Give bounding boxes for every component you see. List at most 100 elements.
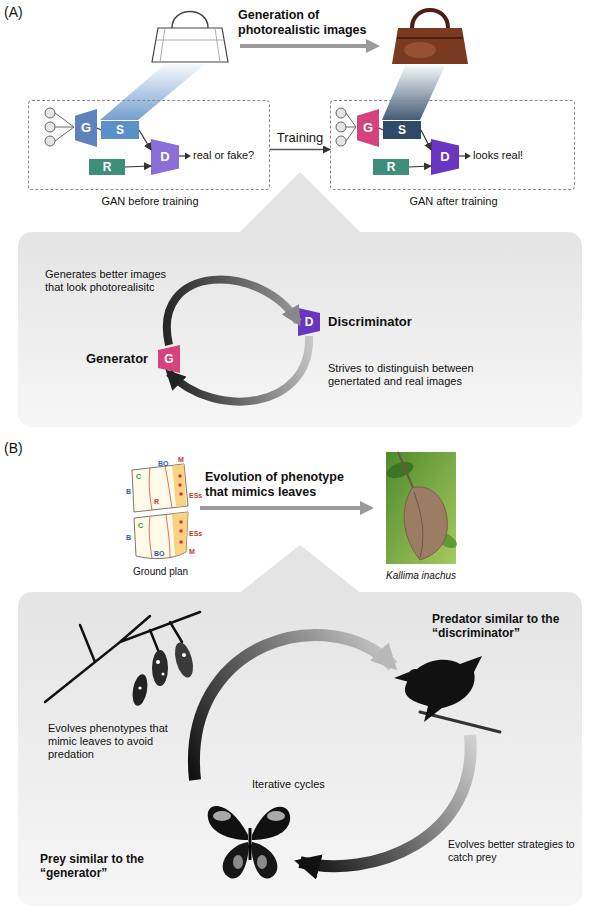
wing-patch <box>257 855 267 869</box>
eyespot <box>179 492 183 496</box>
image-caption: Ground plan <box>133 566 188 578</box>
leaf-spot <box>182 653 186 657</box>
output-arrow <box>458 155 466 156</box>
discriminator-block: D <box>151 139 179 175</box>
process-arrow-head <box>360 501 374 515</box>
output-text: real or fake? <box>193 149 254 162</box>
wing-element-letter: M <box>189 548 195 556</box>
eyespot <box>179 529 183 533</box>
block-letter: S <box>101 121 139 139</box>
process-title: Evolution of phenotype that mimics leave… <box>205 470 365 500</box>
output-text: looks real! <box>473 149 523 162</box>
wing-element-letter: B <box>126 534 131 542</box>
photo-bag-highlight <box>404 42 436 58</box>
trapezoid <box>151 139 179 175</box>
connector <box>97 128 101 130</box>
process-arrow-head <box>366 39 380 53</box>
connector <box>270 149 330 151</box>
leaf-spot <box>156 660 160 664</box>
input-wire <box>346 113 356 141</box>
eyespot <box>178 483 182 487</box>
output-beam <box>382 66 445 120</box>
leaf <box>130 673 149 707</box>
branch <box>45 612 200 702</box>
wing-band-fill <box>172 464 186 507</box>
block-letter: G <box>75 109 97 147</box>
generator-block: G <box>357 109 379 147</box>
wing-element-letter: B <box>126 488 131 496</box>
bird-beak <box>394 672 409 682</box>
block-letter: G <box>158 345 180 373</box>
leaf <box>172 641 197 680</box>
wing-element-letter: BO <box>158 460 169 468</box>
panel-letter: (A) <box>4 4 23 21</box>
leaf <box>152 650 168 686</box>
cycle-panel <box>18 232 582 427</box>
photo-bag <box>392 28 468 64</box>
output-beam <box>100 64 205 120</box>
frame-caption: GAN after training <box>331 195 576 208</box>
bird-head <box>408 669 422 683</box>
background-leaf <box>384 459 415 482</box>
trapezoid <box>298 308 320 336</box>
eyespot <box>179 520 183 524</box>
input-wire <box>55 113 74 141</box>
real-data-block: R <box>89 159 125 175</box>
block-letter: R <box>373 159 409 175</box>
butterfly-wing <box>251 842 277 879</box>
sketch-bag-handle <box>172 12 208 29</box>
bird-silhouette <box>405 656 482 722</box>
input-neuron <box>336 108 346 118</box>
connector <box>167 280 298 345</box>
wing-element-letter: ESs <box>189 530 202 538</box>
leaf-spot <box>162 673 165 676</box>
leaf-spot <box>138 686 141 689</box>
process-arrow <box>200 506 362 510</box>
frame-caption: GAN before training <box>29 195 271 208</box>
output-arrow-head <box>465 153 471 160</box>
wing-patch <box>233 855 243 869</box>
sketch-bag <box>152 28 228 62</box>
connector <box>421 130 431 150</box>
input-neuron <box>45 122 55 132</box>
role-heading: Discriminator <box>328 314 412 330</box>
leaf-midrib <box>414 492 423 558</box>
block-letter: S <box>383 121 421 139</box>
cycle-note: Evolves better strategies to catch prey <box>448 838 582 863</box>
connector <box>409 166 431 167</box>
butterfly-body <box>249 828 252 860</box>
twig <box>398 452 414 490</box>
sample-block: S <box>101 121 139 139</box>
sample-block: S <box>383 121 421 139</box>
block-letter: D <box>298 308 320 336</box>
output-arrow <box>178 155 186 156</box>
trapezoid <box>75 109 97 147</box>
role-heading: Predator similar to the “discriminator” <box>432 612 580 641</box>
discriminator-block: D <box>431 139 459 175</box>
photo-bag-seam <box>397 37 463 39</box>
wing-band <box>149 466 172 510</box>
wing-band <box>149 515 170 558</box>
block-letter: D <box>431 139 459 175</box>
cycle-arc <box>194 635 393 780</box>
leaf-butterfly <box>404 487 447 560</box>
butterfly-wing <box>223 842 249 879</box>
connector-label: Training <box>277 130 323 146</box>
connector <box>379 128 383 130</box>
block-letter: G <box>357 109 379 147</box>
butterfly-wing <box>208 806 248 840</box>
connector <box>125 166 151 167</box>
wing-outline <box>132 464 188 512</box>
panel-tab <box>238 172 362 234</box>
cycle-arc <box>300 735 471 866</box>
cycle-panel <box>18 592 582 906</box>
panel-tab <box>238 545 362 594</box>
eyespot <box>179 540 183 544</box>
wing-outline <box>134 512 188 559</box>
input-neuron <box>336 136 346 146</box>
photo-bag-handle <box>412 10 448 28</box>
block-letter: R <box>89 159 125 175</box>
wing-element-letter: M <box>178 456 184 464</box>
connector <box>139 130 151 150</box>
sketch-bag-lines <box>156 28 224 62</box>
